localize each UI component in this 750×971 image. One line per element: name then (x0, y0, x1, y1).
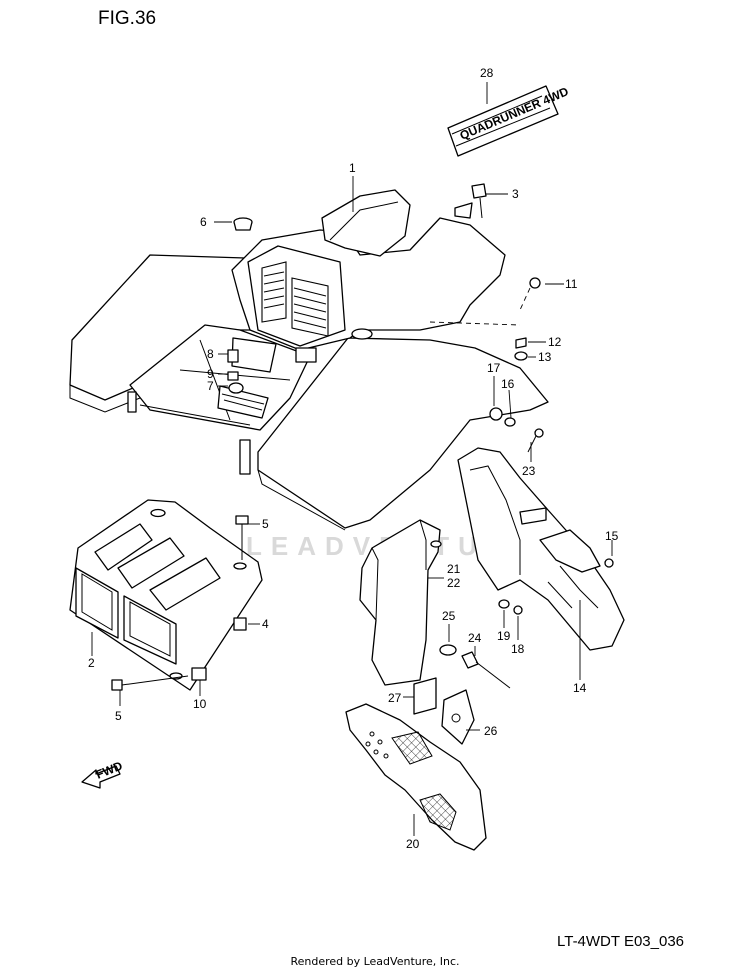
inner-panel-part-21-22 (359, 519, 442, 686)
callout-26: 26 (484, 724, 498, 738)
callout-6: 6 (200, 215, 207, 229)
callout-1: 1 (349, 161, 356, 175)
callout-27: 27 (388, 691, 402, 705)
callout-4: 4 (262, 617, 269, 631)
callout-10: 10 (193, 697, 207, 711)
callout-17: 17 (487, 361, 501, 375)
callout-14: 14 (573, 681, 587, 695)
fasteners (111, 183, 614, 745)
headlight-cover-part-2 (69, 499, 263, 691)
render-credit: Rendered by LeadVenture, Inc. (290, 955, 460, 968)
figure-title: FIG.36 (98, 8, 157, 29)
mud-flap-part-20 (345, 703, 487, 851)
callout-5-lower: 5 (115, 709, 122, 723)
callout-7: 7 (207, 379, 214, 393)
callout-20: 20 (406, 837, 420, 851)
callout-5-upper: 5 (262, 517, 269, 531)
callout-8: 8 (207, 347, 214, 361)
callout-18: 18 (511, 642, 525, 656)
callout-21: 21 (447, 562, 461, 576)
callout-9: 9 (207, 367, 214, 381)
front-fender-part-1 (69, 189, 549, 531)
callout-16: 16 (501, 377, 515, 391)
fender-vent-grille (261, 261, 329, 337)
callout-11: 11 (565, 277, 578, 291)
model-code: LT-4WDT E03_036 (557, 933, 685, 950)
callout-24: 24 (468, 631, 482, 645)
callout-12: 12 (548, 335, 562, 349)
mudguard-part-14 (457, 447, 625, 651)
callout-2: 2 (88, 656, 95, 670)
callout-labels: 28 1 3 6 11 8 9 7 12 13 17 16 23 5 15 21… (88, 66, 619, 851)
callout-28: 28 (480, 66, 494, 80)
callout-23: 23 (522, 464, 536, 478)
callout-15: 15 (605, 529, 619, 543)
callout-13: 13 (538, 350, 552, 364)
decal-part-28: QUADRUNNER 4WD (447, 84, 571, 157)
callout-3: 3 (512, 187, 519, 201)
leader-lines (91, 82, 613, 836)
forward-direction-arrow: FWD (81, 758, 125, 789)
callout-22: 22 (447, 576, 461, 590)
callout-19: 19 (497, 629, 511, 643)
callout-25: 25 (442, 609, 456, 623)
